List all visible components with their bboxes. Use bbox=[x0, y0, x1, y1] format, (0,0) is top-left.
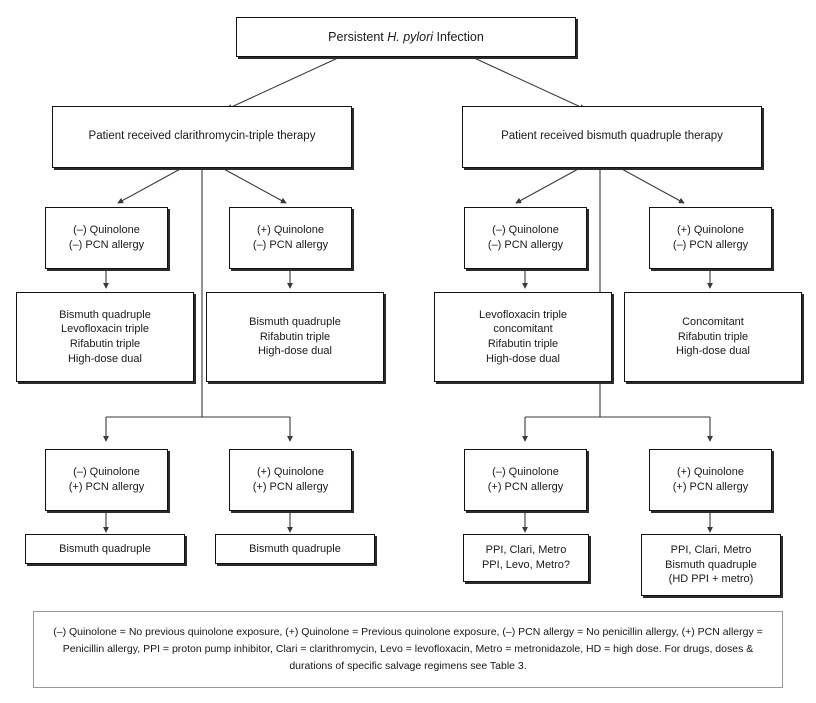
node-condition-bis-pos-quin-label: (+) Quinolone (–) PCN allergy bbox=[672, 224, 749, 251]
edge-clari-to-neg-quin bbox=[117, 167, 183, 204]
edge-clari-to-pos-quin bbox=[221, 167, 287, 204]
node-condition-bis-pos-quin-allergy[interactable]: (+) Quinolone (+) PCN allergy bbox=[649, 449, 772, 511]
node-condition-bis-pos-quin-allergy-label: (+) Quinolone (+) PCN allergy bbox=[672, 466, 749, 493]
node-condition-bis-neg-quin[interactable]: (–) Quinolone (–) PCN allergy bbox=[464, 207, 587, 269]
node-outcome-clari-neg-quin-allergy[interactable]: Bismuth quadruple bbox=[25, 534, 185, 564]
node-condition-bis-neg-quin-label: (–) Quinolone (–) PCN allergy bbox=[487, 224, 564, 251]
node-stage-clarithromycin-label: Patient received clarithromycin-triple t… bbox=[88, 130, 316, 143]
root-suffix: Infection bbox=[433, 29, 484, 44]
node-treatment-bis-pos-quin[interactable]: Concomitant Rifabutin triple High-dose d… bbox=[624, 292, 802, 382]
node-outcome-clari-pos-quin-allergy[interactable]: Bismuth quadruple bbox=[215, 534, 375, 564]
root-prefix: Persistent bbox=[328, 29, 388, 44]
node-outcome-clari-pos-quin-allergy-label: Bismuth quadruple bbox=[249, 542, 341, 555]
node-persistent-infection-label: Persistent H. pylori Infection bbox=[328, 29, 484, 46]
node-outcome-bis-pos-quin-allergy[interactable]: PPI, Clari, Metro Bismuth quadruple (HD … bbox=[641, 534, 781, 596]
node-condition-bis-neg-quin-allergy[interactable]: (–) Quinolone (+) PCN allergy bbox=[464, 449, 587, 511]
node-condition-clari-neg-quin-label: (–) Quinolone (–) PCN allergy bbox=[68, 224, 145, 251]
legend-panel: (–) Quinolone = No previous quinolone ex… bbox=[33, 611, 783, 688]
edge-bismuth-to-pos-quin bbox=[619, 167, 685, 204]
node-condition-bis-pos-quin[interactable]: (+) Quinolone (–) PCN allergy bbox=[649, 207, 772, 269]
node-condition-bis-neg-quin-allergy-label: (–) Quinolone (+) PCN allergy bbox=[487, 466, 564, 493]
node-stage-bismuth-label: Patient received bismuth quadruple thera… bbox=[501, 130, 723, 143]
node-condition-clari-pos-quin-allergy[interactable]: (+) Quinolone (+) PCN allergy bbox=[229, 449, 352, 511]
node-treatment-bis-pos-quin-label: Concomitant Rifabutin triple High-dose d… bbox=[676, 316, 750, 358]
node-outcome-bis-pos-quin-allergy-label: PPI, Clari, Metro Bismuth quadruple (HD … bbox=[665, 544, 757, 586]
node-condition-clari-neg-quin-allergy[interactable]: (–) Quinolone (+) PCN allergy bbox=[45, 449, 168, 511]
node-condition-clari-neg-quin-allergy-label: (–) Quinolone (+) PCN allergy bbox=[68, 466, 145, 493]
node-condition-clari-pos-quin-allergy-label: (+) Quinolone (+) PCN allergy bbox=[252, 466, 329, 493]
node-outcome-clari-neg-quin-allergy-label: Bismuth quadruple bbox=[59, 542, 151, 555]
node-condition-clari-pos-quin[interactable]: (+) Quinolone (–) PCN allergy bbox=[229, 207, 352, 269]
node-treatment-bis-neg-quin-label: Levofloxacin triple concomitant Rifabuti… bbox=[478, 308, 568, 365]
root-italic-species: H. pylori bbox=[387, 29, 434, 44]
node-treatment-clari-neg-quin[interactable]: Bismuth quadruple Levofloxacin triple Ri… bbox=[16, 292, 194, 382]
edge-root-to-clarithromycin bbox=[226, 56, 341, 110]
edge-bismuth-to-neg-quin bbox=[515, 167, 581, 204]
node-condition-clari-pos-quin-label: (+) Quinolone (–) PCN allergy bbox=[252, 224, 329, 251]
node-treatment-clari-pos-quin-label: Bismuth quadruple Rifabutin triple High-… bbox=[249, 316, 341, 358]
edge-root-to-bismuth bbox=[471, 56, 586, 110]
node-outcome-bis-neg-quin-allergy-label: PPI, Clari, Metro PPI, Levo, Metro? bbox=[481, 544, 571, 571]
legend-text: (–) Quinolone = No previous quinolone ex… bbox=[53, 626, 763, 672]
node-condition-clari-neg-quin[interactable]: (–) Quinolone (–) PCN allergy bbox=[45, 207, 168, 269]
node-treatment-bis-neg-quin[interactable]: Levofloxacin triple concomitant Rifabuti… bbox=[434, 292, 612, 382]
node-stage-clarithromycin[interactable]: Patient received clarithromycin-triple t… bbox=[52, 106, 352, 168]
node-treatment-clari-neg-quin-label: Bismuth quadruple Levofloxacin triple Ri… bbox=[59, 308, 151, 365]
node-persistent-infection[interactable]: Persistent H. pylori Infection bbox=[236, 17, 576, 57]
node-stage-bismuth[interactable]: Patient received bismuth quadruple thera… bbox=[462, 106, 762, 168]
node-treatment-clari-pos-quin[interactable]: Bismuth quadruple Rifabutin triple High-… bbox=[206, 292, 384, 382]
node-outcome-bis-neg-quin-allergy[interactable]: PPI, Clari, Metro PPI, Levo, Metro? bbox=[463, 534, 589, 582]
